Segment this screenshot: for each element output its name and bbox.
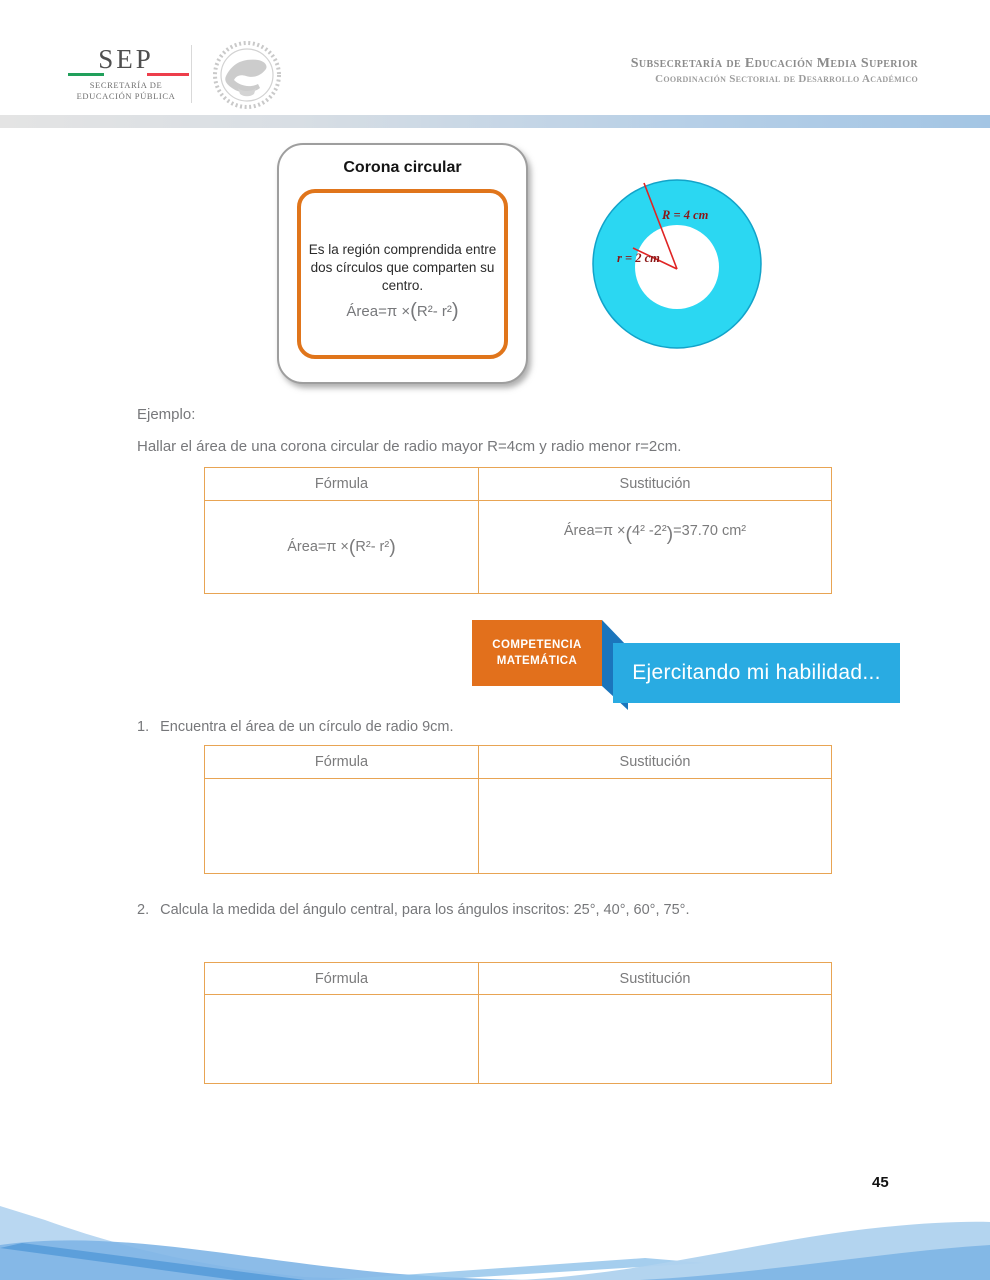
formula-close-paren: ) [389, 535, 396, 558]
substitution-open-paren: ( [625, 523, 632, 545]
exercise-2-text: Calcula la medida del ángulo central, pa… [160, 902, 690, 918]
subsecretaria-line1: Subsecretaría de Educación Media Superio… [630, 56, 918, 71]
header-gradient-bar [0, 115, 990, 128]
substitution-pre: Área=π × [563, 523, 626, 539]
corona-card: Corona circular Es la región comprendida… [277, 143, 528, 384]
exercise-2-table: Fórmula Sustitución [204, 962, 832, 1084]
substitution-cell: Área=π ×(4² -2²)=37.70 cm² [479, 501, 831, 593]
formula-body: R²- r² [355, 539, 390, 555]
sep-logo-line2: EDUCACIÓN PÚBLICA [76, 91, 176, 101]
exercise-2-number: 2. [137, 902, 150, 918]
footer-wave-decoration [0, 1206, 990, 1280]
example-statement: Hallar el área de una corona circular de… [137, 438, 682, 455]
sep-red-bar [147, 73, 189, 76]
sep-acronym: SEP [98, 44, 154, 74]
corona-title: Corona circular [343, 159, 462, 176]
subsecretaria-header: Subsecretaría de Educación Media Superio… [631, 56, 918, 85]
competencia-line1: COMPETENCIA [492, 639, 582, 651]
outer-radius-line [643, 182, 678, 270]
exercise-1-table: Fórmula Sustitución [204, 745, 832, 874]
page-number: 45 [872, 1174, 889, 1191]
sep-logo: SEP SECRETARÍA DE EDUCACIÓN PÚBLICA [60, 46, 192, 102]
substitution-result: =37.70 cm² [673, 523, 747, 539]
table-header-row: Fórmula Sustitución [205, 746, 831, 779]
formula-column-header: Fórmula [205, 963, 479, 994]
substitution-column-header: Sustitución [619, 754, 691, 770]
empty-substitution-cell [479, 779, 831, 873]
exercise-1: 1. Encuentra el área de un círculo de ra… [137, 719, 454, 735]
competencia-tag: COMPETENCIA MATEMÁTICA [472, 620, 602, 686]
competencia-line2: MATEMÁTICA [496, 655, 578, 667]
example-label: Ejemplo: [137, 406, 196, 423]
exercise-1-number: 1. [137, 719, 150, 735]
substitution-column-header: Sustitución [619, 970, 691, 987]
substitution-body: 4² -2² [632, 523, 667, 539]
empty-formula-cell [205, 995, 479, 1083]
corona-description: Es la región comprendida entre dos círcu… [308, 242, 497, 294]
formula-body: R²- r² [416, 302, 452, 320]
table-header-row: Fórmula Sustitución [205, 963, 831, 995]
formula-open-paren: ( [410, 299, 417, 322]
outer-radius-label: R = 4 cm [661, 208, 709, 222]
formula-cell: Área=π ×(R²- r²) [205, 501, 479, 593]
sep-logo-line1: SECRETARÍA DE [89, 80, 163, 90]
annulus-diagram: R = 4 cm r = 2 cm [592, 179, 762, 349]
corona-formula: Área=π ×(R²- r²) [301, 300, 504, 323]
inner-radius-label: r = 2 cm [617, 251, 660, 265]
substitution-close-paren: ) [666, 523, 674, 545]
table-body-row [205, 995, 831, 1083]
header-divider [191, 45, 192, 103]
corona-inner-box: Es la región comprendida entre dos círcu… [297, 189, 508, 359]
exercise-1-text: Encuentra el área de un círculo de radio… [160, 719, 454, 735]
formula-column-header: Fórmula [205, 746, 479, 778]
table-body-row: Área=π ×(R²- r²) Área=π ×(4² -2²)=37.70 … [205, 501, 831, 593]
table-body-row [205, 779, 831, 873]
inner-radius-line [632, 247, 678, 270]
empty-substitution-cell [479, 995, 831, 1083]
formula-close-paren: ) [451, 299, 459, 322]
formula-pre: Área=π × [287, 539, 349, 555]
formula-open-paren: ( [348, 535, 356, 558]
substitution-column-header: Sustitución [619, 476, 691, 492]
subsecretaria-line2: Coordinación Sectorial de Desarrollo Aca… [655, 73, 918, 85]
empty-formula-cell [205, 779, 479, 873]
exercise-2: 2. Calcula la medida del ángulo central,… [137, 902, 690, 918]
coat-of-arms-logo [213, 41, 281, 109]
formula-column-header: Fórmula [205, 468, 479, 500]
formula-pre: Área=π × [346, 302, 411, 320]
example-table: Fórmula Sustitución Área=π ×(R²- r²) Áre… [204, 467, 832, 594]
habilidad-banner: Ejercitando mi habilidad... [613, 643, 900, 703]
sep-green-bar [68, 73, 104, 76]
table-header-row: Fórmula Sustitución [205, 468, 831, 501]
